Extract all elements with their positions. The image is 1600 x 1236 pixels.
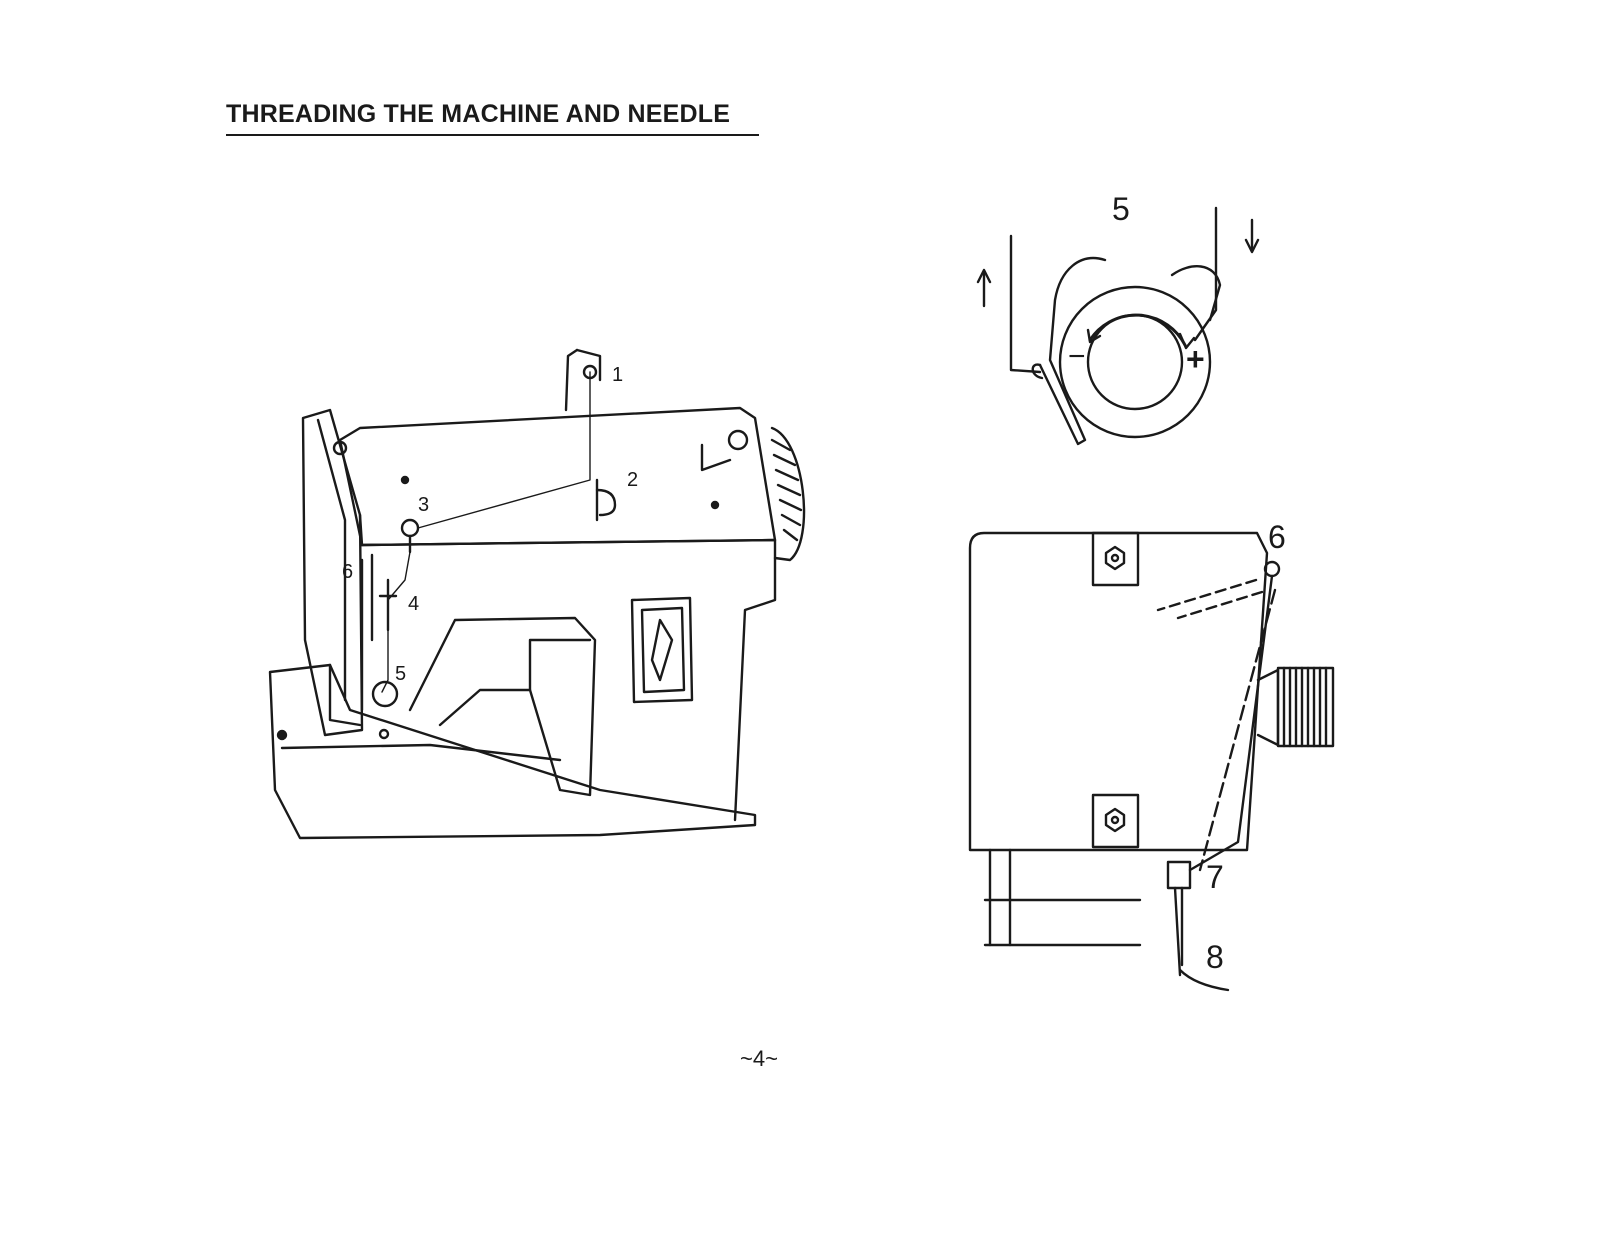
minus-sign: − <box>1068 340 1086 373</box>
needle-callout-7: 7 <box>1206 859 1224 895</box>
needle-callout-8: 8 <box>1206 939 1224 975</box>
needle-callout-6: 6 <box>1268 519 1286 555</box>
callout-1: 1 <box>612 364 623 386</box>
callout-5: 5 <box>395 663 406 685</box>
title-underline <box>226 134 759 136</box>
tension-callout-5: 5 <box>1112 191 1130 227</box>
callout-4: 4 <box>408 593 419 615</box>
callout-3: 3 <box>418 494 429 516</box>
callout-6: 6 <box>342 561 353 583</box>
plus-sign: + <box>1186 341 1205 377</box>
page-title: THREADING THE MACHINE AND NEEDLE <box>226 100 731 128</box>
callout-2: 2 <box>627 469 638 491</box>
page-number: ~4~ <box>740 1046 778 1071</box>
